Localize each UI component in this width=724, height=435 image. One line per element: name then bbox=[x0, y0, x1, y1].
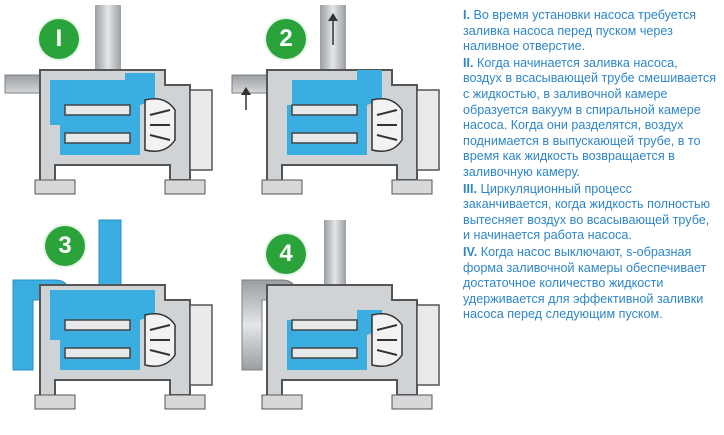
pump-diagram-1 bbox=[4, 5, 213, 195]
diagram-panel-2: 2 bbox=[231, 5, 454, 215]
step-badge-1: I bbox=[39, 19, 79, 59]
pump-diagram-3 bbox=[12, 219, 213, 410]
step-2-text: II. Когда начинается заливка насоса, воз… bbox=[463, 55, 717, 179]
internal-walls bbox=[64, 319, 131, 359]
base-foot-left bbox=[261, 394, 303, 410]
internal-walls bbox=[291, 319, 358, 359]
motor-flange bbox=[416, 304, 440, 386]
impeller-blades bbox=[149, 109, 171, 141]
impeller-blades bbox=[376, 109, 398, 141]
base-foot-right bbox=[391, 394, 433, 410]
outlet-pipe bbox=[324, 220, 346, 285]
internal-walls bbox=[291, 104, 358, 144]
internal-walls bbox=[64, 104, 131, 144]
diagram-panel-1: I bbox=[4, 5, 227, 215]
suction-arrowhead bbox=[241, 87, 251, 95]
steps-description: I. Во время установки насоса требуется з… bbox=[463, 8, 718, 324]
base-foot-left bbox=[34, 394, 76, 410]
base-foot-right bbox=[164, 394, 206, 410]
base-foot-right bbox=[164, 179, 206, 195]
impeller-blades bbox=[376, 324, 398, 356]
step-3-text: III. Циркуляционный процесс заканчиваетс… bbox=[463, 181, 711, 243]
motor-flange bbox=[189, 304, 213, 386]
diagram-panel-3: 3 bbox=[5, 219, 227, 430]
step-badge-2: 2 bbox=[266, 19, 306, 59]
pump-diagram-2 bbox=[231, 5, 440, 195]
base-foot-left bbox=[261, 179, 303, 195]
base-foot-right bbox=[391, 179, 433, 195]
base-foot-left bbox=[34, 179, 76, 195]
outlet-pipe bbox=[95, 5, 121, 70]
air-up-arrowhead bbox=[328, 13, 338, 21]
step-1-text: I. Во время установки насоса требуется з… bbox=[463, 8, 697, 54]
motor-flange bbox=[416, 89, 440, 171]
pump-diagram-4 bbox=[241, 220, 440, 410]
outlet-pipe-water bbox=[98, 219, 122, 291]
impeller-blades bbox=[149, 324, 171, 356]
step-badge-3: 3 bbox=[45, 226, 85, 266]
step-badge-4: 4 bbox=[266, 234, 306, 274]
step-4-text: IV. Когда насос выключают, s-образная фо… bbox=[463, 244, 707, 322]
motor-flange bbox=[189, 89, 213, 171]
diagram-panel-4: 4 bbox=[232, 220, 454, 430]
